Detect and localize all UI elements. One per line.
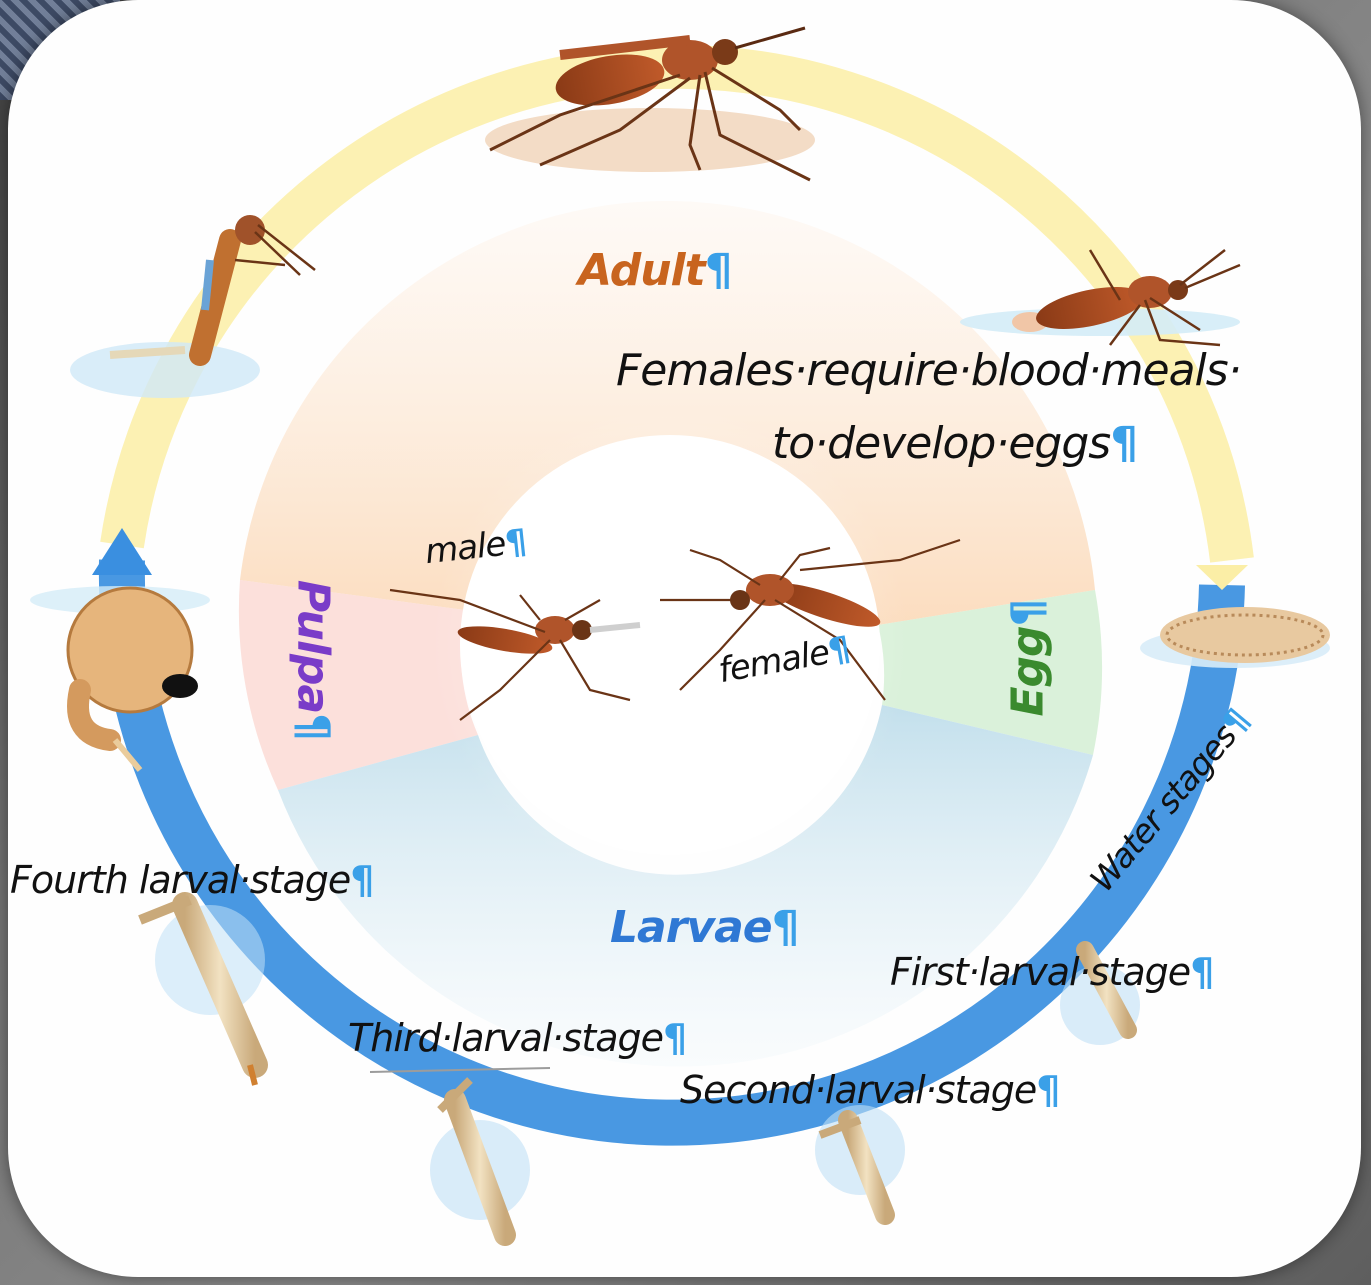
blood-meal-text-1: Females·require·blood·meals· [616, 345, 1241, 396]
blood-meal-note-line2: to·develop·eggs¶ [772, 418, 1137, 469]
pupa-text: Pulpa [288, 580, 339, 713]
stage-label-adult: Adult¶ [578, 245, 732, 296]
egg-raft [1140, 607, 1330, 668]
blood-meal-pilcrow: ¶ [1110, 418, 1137, 469]
male-text: male [423, 524, 507, 572]
larvae-text: Larvae [610, 902, 772, 953]
fourth-larval-stage-label: Fourth larval·stage¶ [10, 858, 373, 902]
stage-label-larvae: Larvae¶ [610, 902, 799, 953]
third-larval-pilcrow: ¶ [663, 1016, 686, 1060]
larva-second [815, 1105, 905, 1215]
stage-label-egg: Egg¶ [1003, 599, 1054, 716]
second-larval-stage-label: Second·larval·stage¶ [680, 1068, 1059, 1112]
pupa-illustration [30, 586, 210, 770]
third-larval-stage-label: Third·larval·stage¶ [348, 1016, 686, 1060]
egg-text: Egg [1003, 626, 1054, 716]
second-larval-pilcrow: ¶ [1036, 1068, 1059, 1112]
egg-laying-adult [960, 250, 1240, 345]
blood-meal-note-line1: Females·require·blood·meals· [616, 345, 1241, 396]
first-larval-stage-label: First·larval·stage¶ [890, 950, 1213, 994]
fourth-larval-text: Fourth larval·stage [10, 858, 350, 902]
first-larval-pilcrow: ¶ [1190, 950, 1213, 994]
blood-meal-text-2: to·develop·eggs [772, 418, 1110, 469]
larva-fourth [140, 900, 265, 1085]
third-larval-text: Third·larval·stage [348, 1016, 663, 1060]
egg-pilcrow: ¶ [1003, 599, 1054, 626]
second-larval-text: Second·larval·stage [680, 1068, 1036, 1112]
first-larval-text: First·larval·stage [890, 950, 1190, 994]
fourth-larval-pilcrow: ¶ [350, 858, 373, 902]
male-pilcrow: ¶ [503, 522, 528, 564]
larvae-pilcrow: ¶ [772, 902, 799, 953]
stage-label-pupa: Pulpa¶ [288, 580, 339, 740]
adult-pilcrow: ¶ [705, 245, 732, 296]
pupa-pilcrow: ¶ [288, 713, 339, 740]
adult-text: Adult [578, 245, 705, 296]
